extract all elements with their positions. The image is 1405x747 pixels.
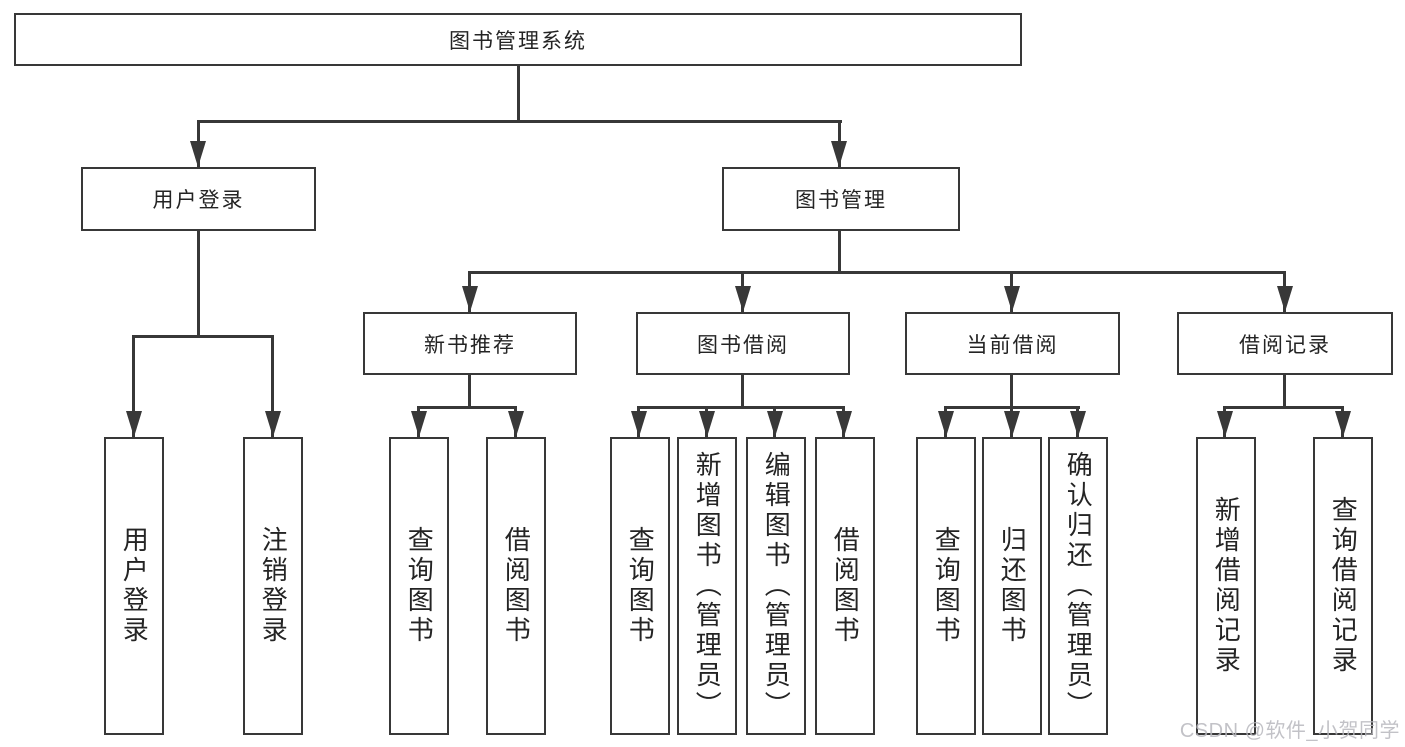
arrow-down-icon: [1004, 286, 1020, 312]
node-library-system: 图书管理系统: [14, 13, 1022, 66]
arrow-down-icon: [1070, 411, 1086, 437]
connector-line: [741, 375, 744, 408]
connector-line: [1223, 406, 1344, 409]
arrow-down-icon: [831, 141, 847, 167]
arrow-down-icon: [126, 411, 142, 437]
connector-line: [132, 335, 274, 338]
leaf-borrow-books-recommend: 借阅图书: [486, 437, 546, 735]
connector-line: [197, 120, 842, 123]
node-new-book-recommend: 新书推荐: [363, 312, 577, 375]
leaf-add-borrow-record: 新增借阅记录: [1196, 437, 1256, 735]
connector-line: [271, 335, 274, 437]
arrow-down-icon: [631, 411, 647, 437]
arrow-down-icon: [836, 411, 852, 437]
node-label: 新书推荐: [424, 333, 516, 357]
arrow-down-icon: [190, 141, 206, 167]
leaf-add-book-admin: 新增图书（管理员）: [677, 437, 737, 735]
node-label: 图书管理: [795, 189, 887, 212]
node-label: 图书借阅: [697, 333, 789, 357]
connector-line: [838, 231, 841, 273]
arrow-down-icon: [508, 411, 524, 437]
connector-line: [132, 335, 135, 437]
arrow-down-icon: [265, 411, 281, 437]
arrow-down-icon: [767, 411, 783, 437]
connector-line: [517, 66, 520, 120]
arrow-down-icon: [1004, 411, 1020, 437]
node-label: 当前借阅: [966, 333, 1059, 357]
leaf-query-books-current: 查询图书: [916, 437, 976, 735]
arrow-down-icon: [1335, 411, 1351, 437]
node-label: 借阅记录: [1239, 333, 1331, 357]
connector-line: [417, 406, 517, 409]
leaf-logout: 注销登录: [243, 437, 303, 735]
leaf-confirm-return-admin: 确认归还（管理员）: [1048, 437, 1108, 735]
connector-line: [468, 375, 471, 408]
node-borrow-records: 借阅记录: [1177, 312, 1393, 375]
node-user-login: 用户登录: [81, 167, 316, 231]
arrow-down-icon: [462, 286, 478, 312]
leaf-query-books-borrow: 查询图书: [610, 437, 670, 735]
connector-line: [468, 271, 1286, 274]
leaf-query-books-recommend: 查询图书: [389, 437, 449, 735]
watermark: CSDN @软件_小贺同学: [1179, 720, 1400, 742]
connector-line: [637, 406, 845, 409]
leaf-return-book: 归还图书: [982, 437, 1042, 735]
arrow-down-icon: [699, 411, 715, 437]
arrow-down-icon: [938, 411, 954, 437]
leaf-edit-book-admin: 编辑图书（管理员）: [746, 437, 806, 735]
arrow-down-icon: [411, 411, 427, 437]
node-label: 图书管理系统: [449, 29, 587, 53]
connector-line: [1283, 375, 1286, 408]
connector-line: [1010, 375, 1013, 408]
node-label: 用户登录: [152, 189, 245, 212]
connector-line: [197, 231, 200, 335]
arrow-down-icon: [1277, 286, 1293, 312]
arrow-down-icon: [1217, 411, 1233, 437]
node-current-borrow: 当前借阅: [905, 312, 1120, 375]
leaf-user-login: 用户登录: [104, 437, 164, 735]
node-book-borrow: 图书借阅: [636, 312, 850, 375]
node-book-management: 图书管理: [722, 167, 960, 231]
arrow-down-icon: [735, 286, 751, 312]
leaf-borrow-books: 借阅图书: [815, 437, 875, 735]
leaf-query-borrow-record: 查询借阅记录: [1313, 437, 1373, 735]
